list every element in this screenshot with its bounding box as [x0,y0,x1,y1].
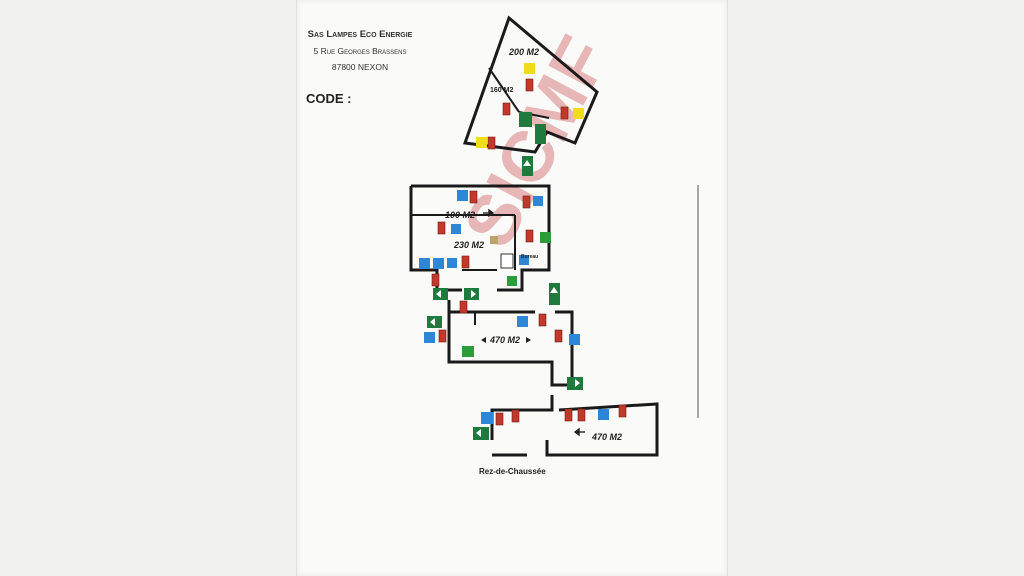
area-arrows-470 [481,337,531,343]
area-label-230: 230 M2 [453,240,484,250]
flow-arrows [483,208,585,437]
utility-icons [490,236,514,269]
area-label-470-lower: 470 M2 [591,432,622,442]
green-markers [462,232,551,357]
floor-plan-diagram: SICMF [409,15,699,476]
yellow-markers [476,63,584,148]
company-name: Sas Lampes Eco Energie [307,29,413,40]
room-label-bureau: Bureau [521,254,538,260]
extinguisher-icons [431,78,627,426]
code-label: CODE : [306,91,352,106]
exit-sign-arrows [430,160,580,437]
blue-markers [419,190,609,424]
evacuation-plan-board: SICMF [296,0,728,576]
area-label-470-upper: 470 M2 [489,335,520,345]
area-label-200: 200 M2 [508,47,539,57]
area-label-100: 100 M2 [445,210,475,220]
building-470-lower [490,395,659,457]
area-label-160: 160 M2 [490,87,513,94]
floor-label: Rez-de-Chaussée [479,467,546,476]
company-street: 5 Rue Georges Brassens [313,46,407,56]
company-city: 87800 NEXON [331,62,389,72]
